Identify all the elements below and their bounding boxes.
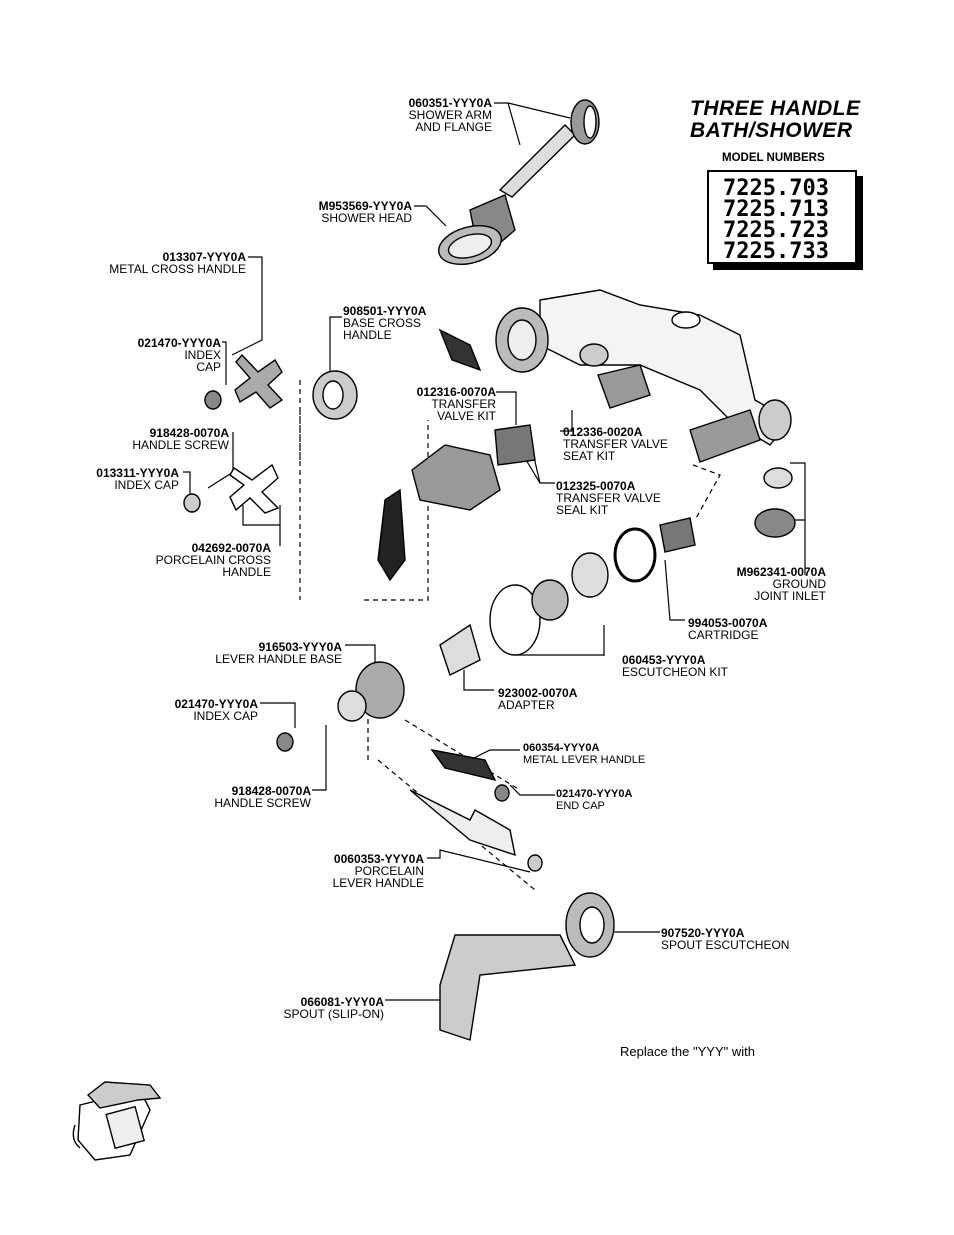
title-line-1: THREE HANDLE <box>690 97 861 120</box>
diagram-title: THREE HANDLE BATH/SHOWER <box>690 98 880 142</box>
replace-note: Replace the "YYY" with <box>620 1044 755 1059</box>
model-numbers-box: 7225.703 7225.713 7225.723 7225.733 <box>707 170 857 264</box>
model-number: 7225.733 <box>723 239 829 264</box>
title-line-2: BATH/SHOWER <box>690 119 853 142</box>
model-numbers-heading: MODEL NUMBERS <box>722 152 825 164</box>
telephone-icon <box>72 1081 162 1161</box>
model-number: 7225.723 <box>723 218 829 243</box>
model-number: 7225.713 <box>723 197 829 222</box>
model-number: 7225.703 <box>723 176 829 201</box>
